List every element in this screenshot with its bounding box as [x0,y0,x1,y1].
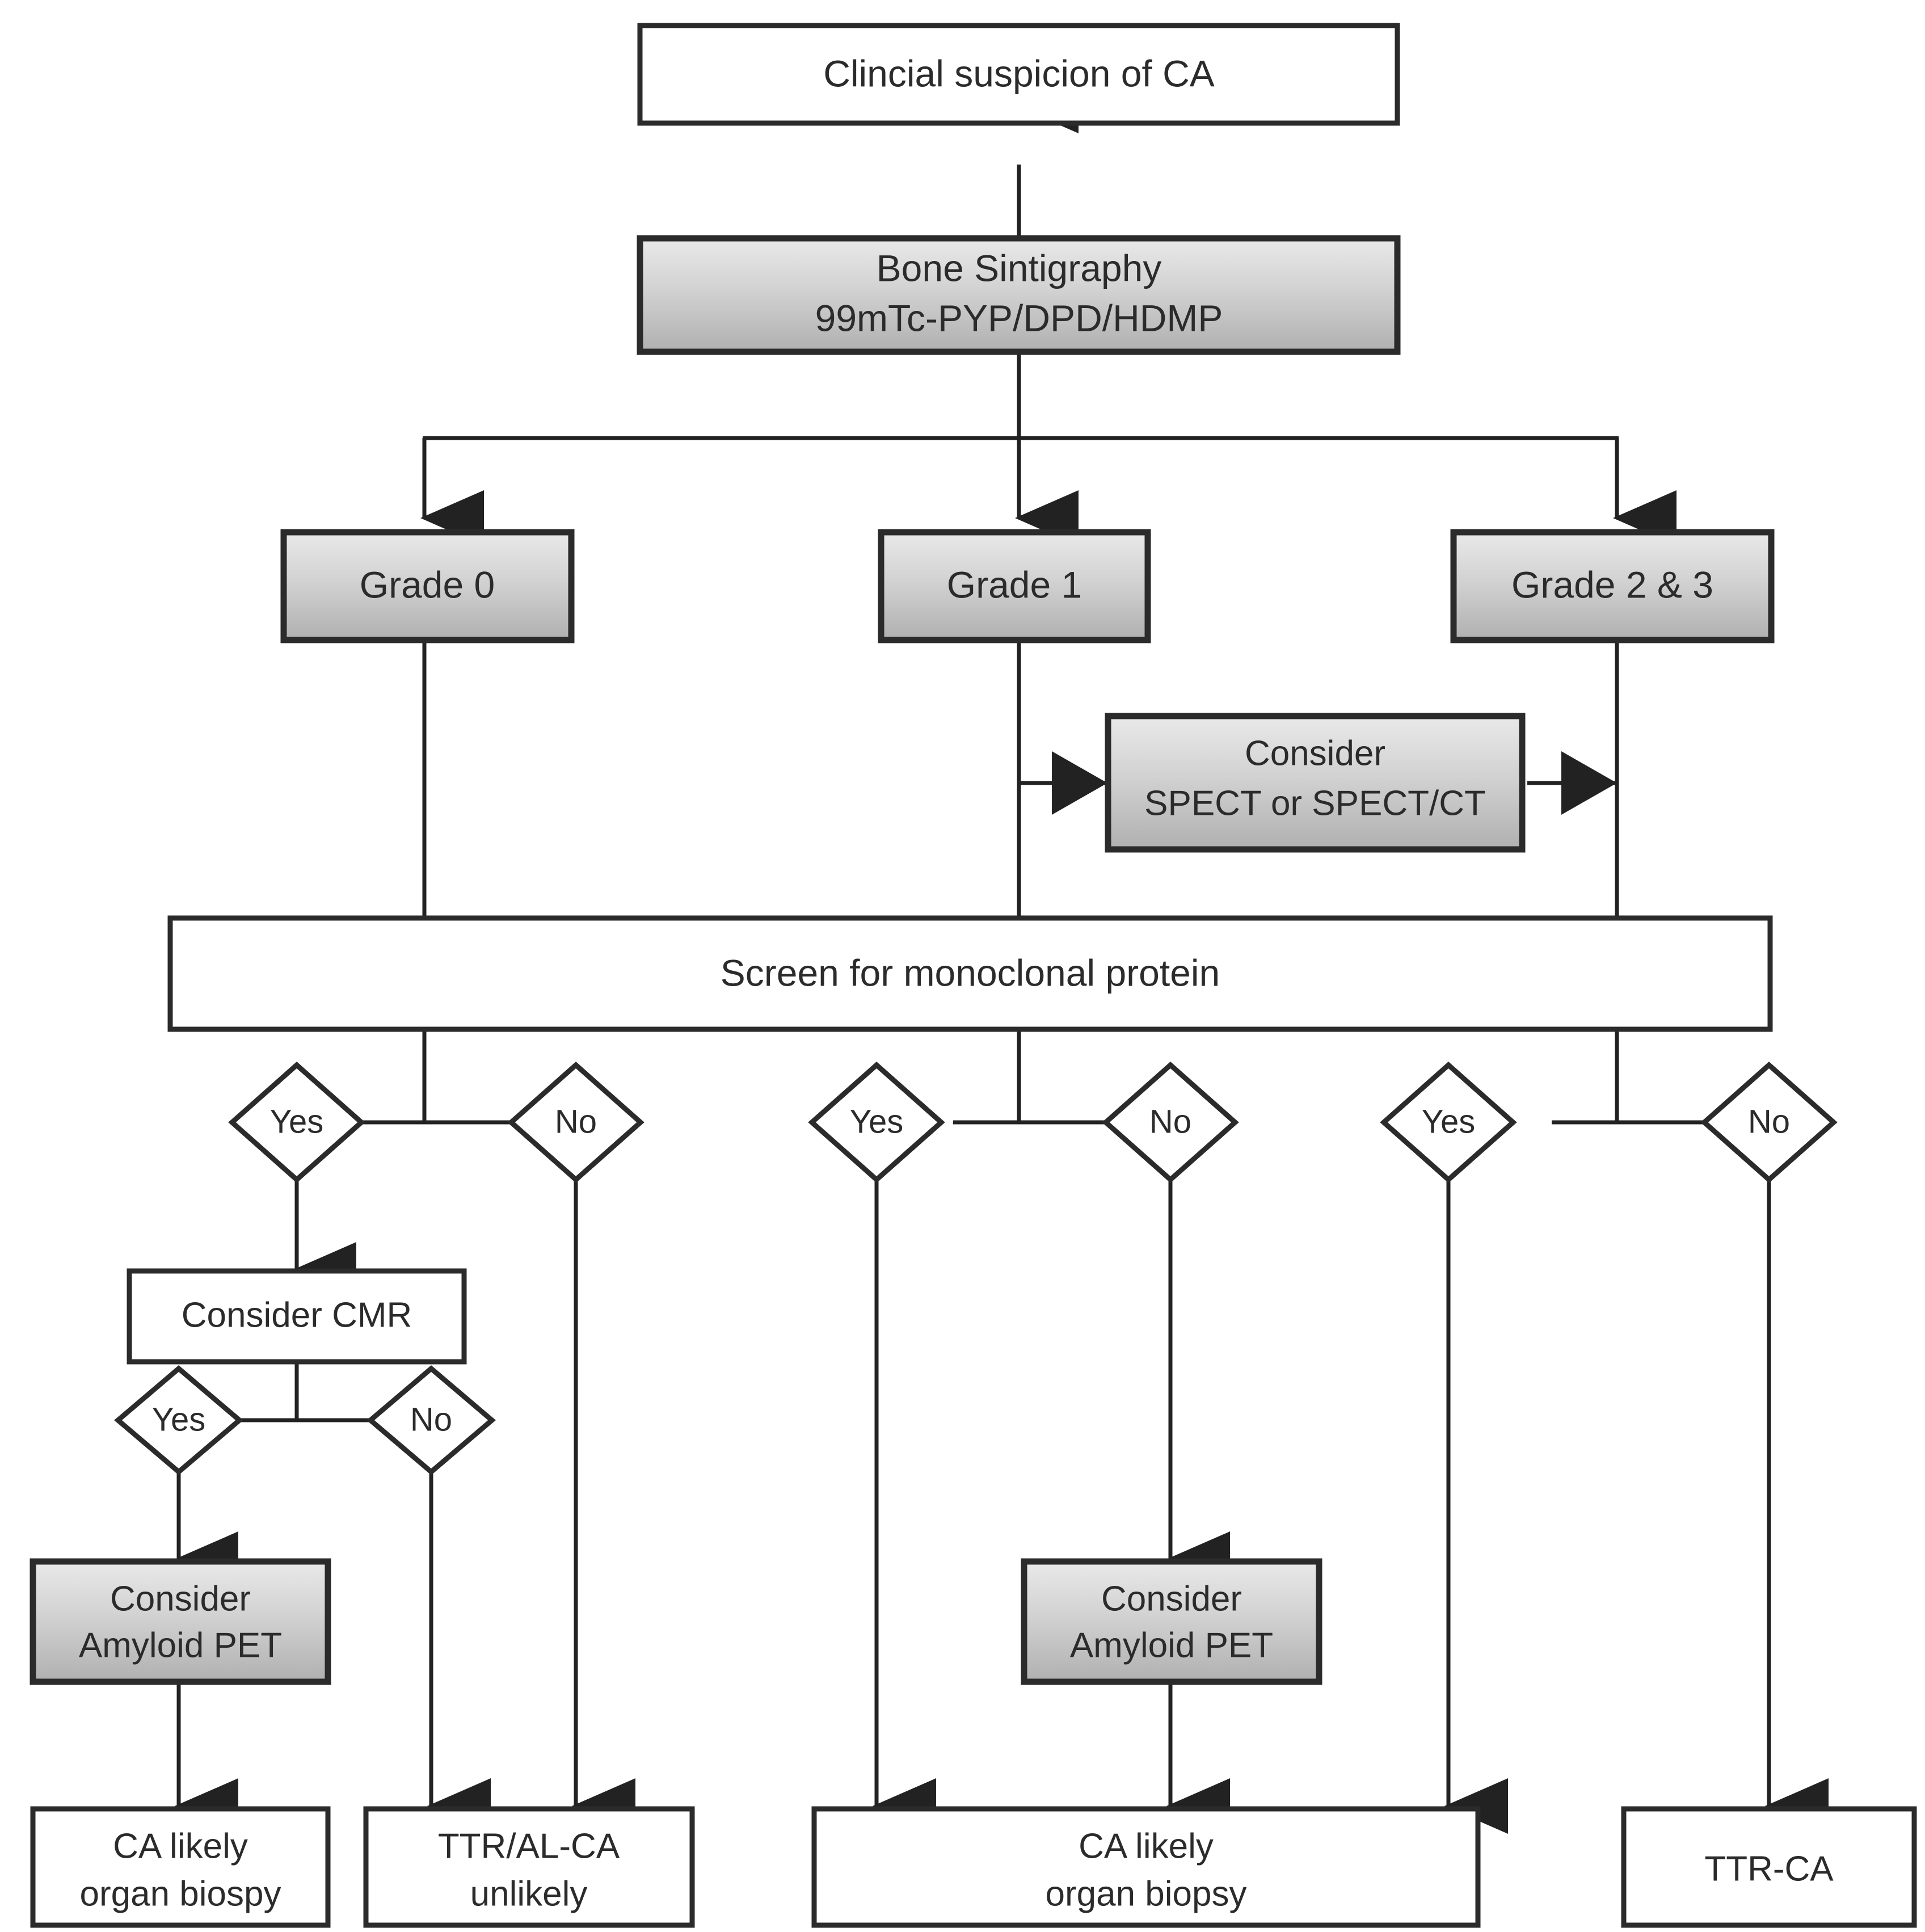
node-ca-likely-center-line1: CA likely [1079,1826,1214,1866]
node-ttr-al-ca-unlikely[interactable]: TTR/AL-CA unlikely [363,1806,695,1928]
node-screen-monoclonal-protein-label: Screen for monoclonal protein [721,952,1220,994]
node-screen-monoclonal-protein[interactable]: Screen for monoclonal protein [167,915,1773,1032]
node-consider-amyloid-pet-mid[interactable]: Consider Amyloid PET [1021,1558,1322,1685]
node-ca-likely-center-line2: organ biopsy [1045,1874,1246,1913]
node-consider-amyloid-pet-left[interactable]: Consider Amyloid PET [30,1558,331,1685]
node-grade-2-3-label: Grade 2 & 3 [1511,563,1713,605]
node-consider-spect-line1: Consider [1245,734,1385,773]
decision-screen-right-yes-label: Yes [1422,1103,1476,1140]
node-consider-amyloid-pet-left-line1: Consider [110,1579,251,1618]
decision-screen-left-yes-label: Yes [270,1103,324,1140]
node-consider-spect[interactable]: Consider SPECT or SPECT/CT [1105,713,1526,853]
decision-screen-left-no-label: No [555,1103,597,1140]
node-bone-scintigraphy-line1: Bone Sintigraphy [877,247,1162,289]
decision-screen-right-no-label: No [1748,1103,1790,1140]
decision-screen-left-no[interactable]: No [507,1061,645,1184]
decision-cmr-no[interactable]: No [367,1365,496,1475]
node-grade-0-label: Grade 0 [360,563,495,605]
node-ttr-ca-label: TTR-CA [1704,1849,1834,1888]
decision-screen-right-yes[interactable]: Yes [1380,1061,1517,1184]
edge-layer [175,64,1829,1834]
node-grade-0[interactable]: Grade 0 [280,529,575,643]
node-ttr-al-ca-line1: TTR/AL-CA [438,1826,620,1866]
node-ttr-al-ca-line2: unlikely [470,1874,588,1913]
node-clinical-suspicion[interactable]: Clincial suspicion of CA [637,23,1400,126]
decision-cmr-yes-label: Yes [152,1401,206,1438]
node-ca-likely-organ-biopsy-left[interactable]: CA likely organ biospy [30,1806,331,1928]
node-consider-spect-line2: SPECT or SPECT/CT [1144,784,1486,823]
decision-screen-mid-no-label: No [1149,1103,1191,1140]
node-consider-amyloid-pet-left-line2: Amyloid PET [79,1626,282,1665]
decision-screen-left-yes[interactable]: Yes [228,1061,365,1184]
decision-screen-right-no[interactable]: No [1700,1061,1838,1184]
node-grade-2-3[interactable]: Grade 2 & 3 [1450,529,1775,643]
node-ca-likely-left-line2: organ biospy [79,1874,281,1913]
decision-cmr-yes[interactable]: Yes [114,1365,243,1475]
node-ttr-ca[interactable]: TTR-CA [1621,1806,1917,1928]
node-consider-amyloid-pet-mid-line1: Consider [1101,1579,1242,1618]
node-consider-cmr-label: Consider CMR [182,1295,412,1335]
node-bone-scintigraphy[interactable]: Bone Sintigraphy 99mTc-PYP/DPD/HDMP [637,235,1401,355]
node-clinical-suspicion-label: Clincial suspicion of CA [823,52,1215,94]
node-ca-likely-organ-biopsy-center[interactable]: CA likely organ biopsy [811,1806,1481,1928]
decision-cmr-no-label: No [410,1401,452,1438]
decision-screen-mid-yes-label: Yes [850,1103,904,1140]
decision-screen-mid-no[interactable]: No [1102,1061,1239,1184]
node-ca-likely-left-line1: CA likely [113,1826,248,1866]
node-consider-amyloid-pet-mid-line2: Amyloid PET [1070,1626,1273,1665]
node-grade-1-label: Grade 1 [947,563,1082,605]
node-bone-scintigraphy-line2: 99mTc-PYP/DPD/HDMP [815,297,1223,339]
decision-screen-mid-yes[interactable]: Yes [808,1061,945,1184]
node-consider-cmr[interactable]: Consider CMR [127,1268,467,1365]
node-grade-1[interactable]: Grade 1 [878,529,1151,643]
